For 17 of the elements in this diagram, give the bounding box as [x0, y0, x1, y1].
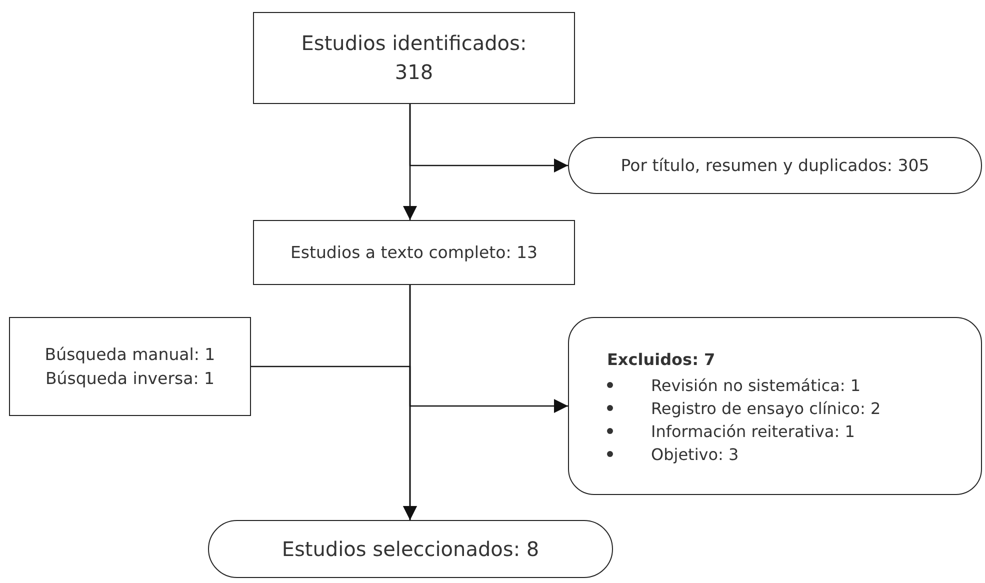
- exclusion-box: [568, 317, 982, 495]
- arrow: [251, 366, 417, 520]
- process-box: [253, 220, 575, 285]
- box-label: Por título, resumen y duplicados: 305: [620, 154, 930, 177]
- box-label: Estudios seleccionados: 8: [282, 536, 540, 562]
- box-label: Búsqueda manual: 1: [44, 344, 216, 366]
- process-box: [9, 317, 251, 416]
- box-heading: Excluidos: 7: [607, 349, 716, 372]
- box-label: Estudios a texto completo: 13: [290, 242, 538, 264]
- list-item: Revisión no sistemática: 1: [651, 376, 861, 395]
- list-item: Objetivo: 3: [651, 444, 739, 464]
- process-box: [253, 12, 575, 104]
- list-item: Registro de ensayo clínico: 2: [651, 398, 881, 418]
- arrow: [409, 104, 568, 172]
- list-item: Información reiterativa: 1: [651, 422, 855, 441]
- box-label: Estudios identificados: 318: [300, 30, 528, 86]
- box-label: Búsqueda inversa: 1: [45, 368, 215, 390]
